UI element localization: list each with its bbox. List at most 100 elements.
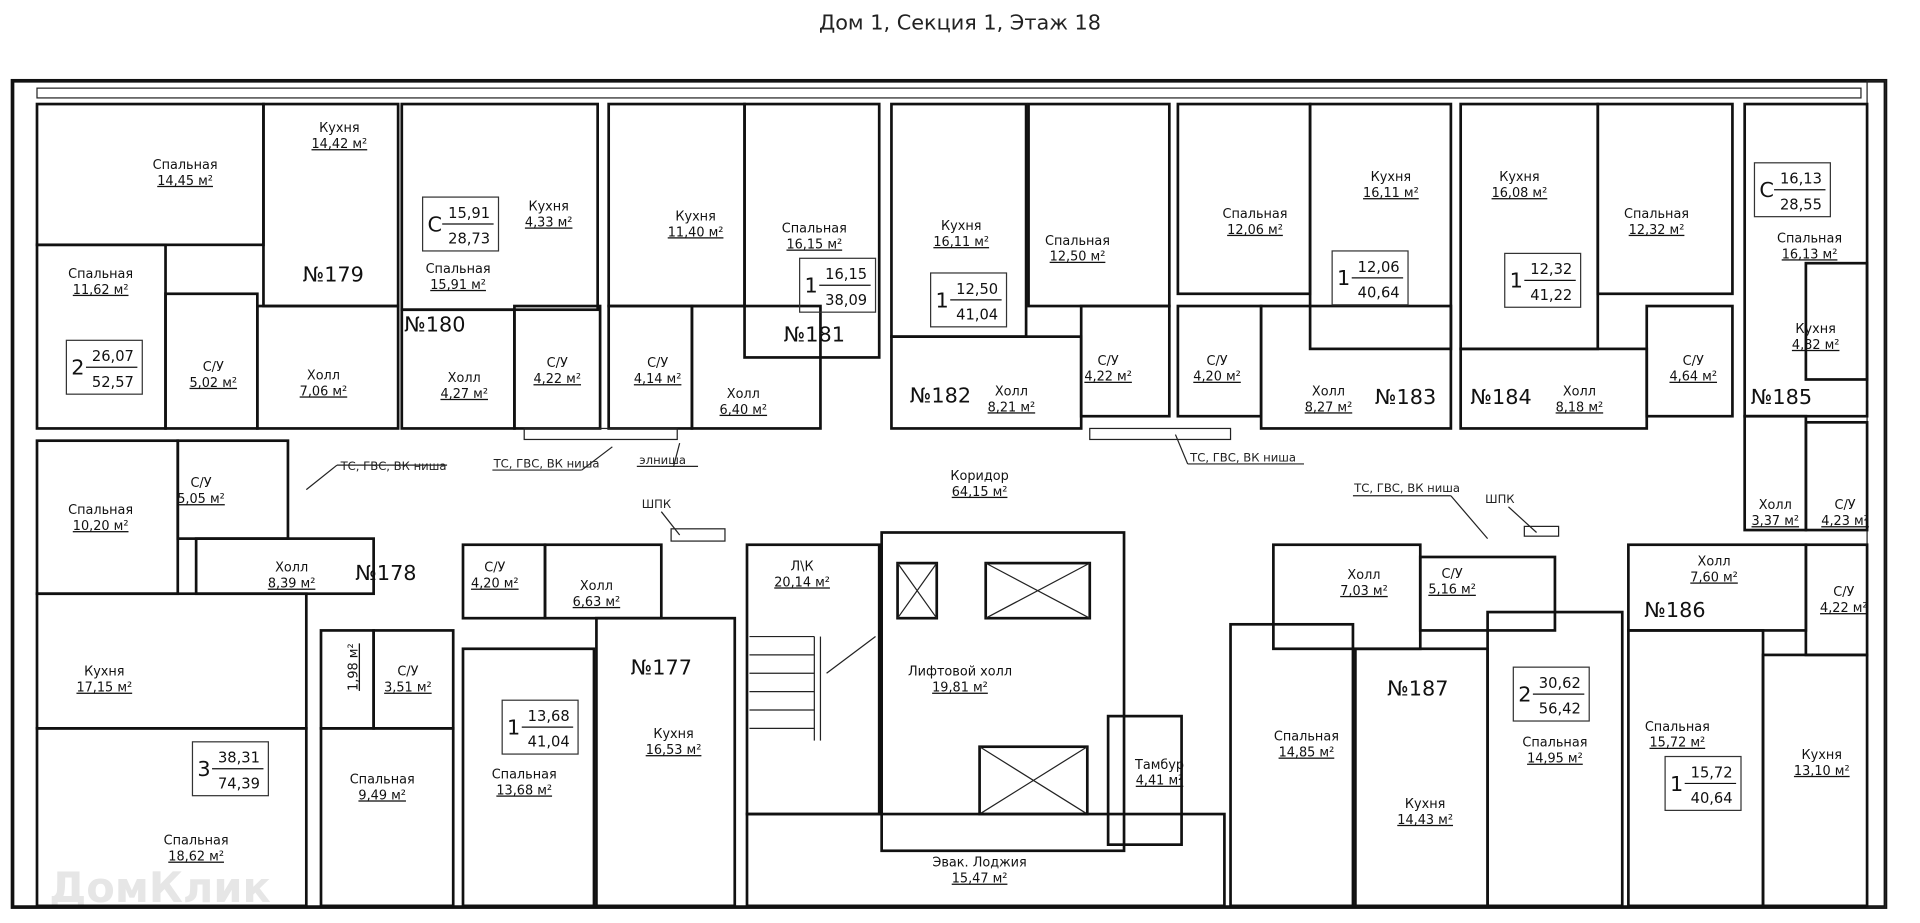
room-area: 4,64 м²: [1669, 370, 1717, 385]
room-name: Спальная: [1645, 720, 1710, 735]
apartment-type: 2: [1518, 682, 1531, 706]
room-name: Кухня: [319, 121, 359, 136]
room-name: Кухня: [1371, 170, 1411, 185]
living-area: 38,31: [218, 750, 260, 767]
room-area: 7,03 м²: [1340, 584, 1388, 599]
apartment-type: С: [428, 212, 443, 236]
apartment-number: №182: [910, 384, 971, 408]
room-area: 19,81 м²: [932, 681, 988, 696]
watermark-logo: ДомКлик: [49, 863, 271, 912]
room-label: С/У4,14 м²: [634, 356, 682, 387]
total-area: 41,04: [956, 307, 998, 324]
apartment-number: №185: [1751, 385, 1812, 409]
room-name: Холл: [1312, 384, 1345, 399]
room-name: Холл: [1347, 568, 1380, 583]
room-name: С/У: [1833, 585, 1854, 600]
room-label: С/У4,23 м²: [1821, 498, 1869, 529]
living-area: 12,50: [956, 281, 998, 298]
room-name: Спальная: [1777, 231, 1842, 246]
annotation-label: ТС, ГВС, ВК ниша: [340, 459, 447, 473]
living-area: 15,91: [448, 205, 490, 222]
room-name: Холл: [1563, 384, 1596, 399]
room-area: 16,13 м²: [1782, 247, 1838, 262]
apartment-number: №183: [1375, 385, 1436, 409]
room-area: 10,20 м²: [73, 519, 129, 534]
room-area: 64,15 м²: [952, 485, 1008, 500]
room-name: Спальная: [1045, 234, 1110, 249]
total-area: 41,22: [1530, 287, 1572, 304]
room-area: 13,10 м²: [1794, 764, 1850, 779]
room-area: 14,45 м²: [157, 174, 213, 189]
room-area: 8,21 м²: [988, 400, 1036, 415]
living-area: 30,62: [1539, 675, 1581, 692]
apartment-type: С: [1759, 178, 1774, 202]
total-area: 74,39: [218, 775, 260, 792]
apartment-type: 1: [1510, 269, 1523, 293]
room-area: 6,40 м²: [720, 403, 768, 418]
apartment-type: 3: [197, 757, 210, 781]
apartment-number: №186: [1644, 598, 1705, 622]
room-name: Спальная: [1274, 730, 1339, 745]
room-label: С/У4,64 м²: [1669, 354, 1717, 385]
room-area: 3,37 м²: [1752, 514, 1800, 529]
room-label: С/У4,22 м²: [533, 356, 581, 387]
room-area: 20,14 м²: [774, 575, 830, 590]
room-name: Спальная: [1624, 207, 1689, 222]
room-area: 11,40 м²: [668, 225, 724, 240]
annotation-label: ШПК: [1485, 492, 1515, 506]
living-area: 16,13: [1780, 171, 1822, 188]
room-name: Кухня: [1405, 797, 1445, 812]
room-area: 18,62 м²: [168, 850, 224, 865]
room-area: 7,06 м²: [300, 384, 348, 399]
room-name: С/У: [1207, 354, 1228, 369]
living-area: 26,07: [92, 348, 134, 365]
apartment-number: №181: [784, 323, 845, 347]
living-area: 12,32: [1530, 261, 1572, 278]
total-area: 28,55: [1780, 196, 1822, 213]
room-area: 15,72 м²: [1649, 736, 1705, 751]
total-area: 38,09: [825, 292, 867, 309]
room-name: Спальная: [68, 267, 133, 282]
apartment-area-box: 3 38,31 74,39: [191, 741, 269, 797]
room-name: Кухня: [1499, 170, 1539, 185]
living-area: 13,68: [528, 708, 570, 725]
lift-icon: [896, 561, 1092, 816]
room-area: 8,39 м²: [268, 577, 316, 592]
apartment-number: №177: [631, 656, 692, 680]
apartment-type: 2: [71, 356, 84, 380]
room-name: Кухня: [528, 200, 568, 215]
room-name: Кухня: [941, 219, 981, 234]
room-area: 4,22 м²: [533, 372, 581, 387]
room-area: 16,11 м²: [1363, 186, 1419, 201]
room-name: Эвак. Лоджия: [932, 856, 1026, 871]
apartment-type: 1: [1670, 772, 1683, 796]
apartment-area-box: 1 12,32 41,22: [1504, 252, 1582, 308]
apartment-number: №179: [303, 263, 364, 287]
living-area: 15,72: [1691, 764, 1733, 781]
room-area: 12,06 м²: [1227, 223, 1283, 238]
apartment-number: №187: [1387, 676, 1448, 700]
room-name: Спальная: [350, 772, 415, 787]
room-area: 16,08 м²: [1492, 186, 1548, 201]
room-area: 14,43 м²: [1397, 813, 1453, 828]
room-label: С/У5,02 м²: [190, 360, 238, 391]
room-name: Спальная: [1522, 736, 1587, 751]
living-area: 12,06: [1358, 259, 1400, 276]
room-name: С/У: [647, 356, 668, 371]
